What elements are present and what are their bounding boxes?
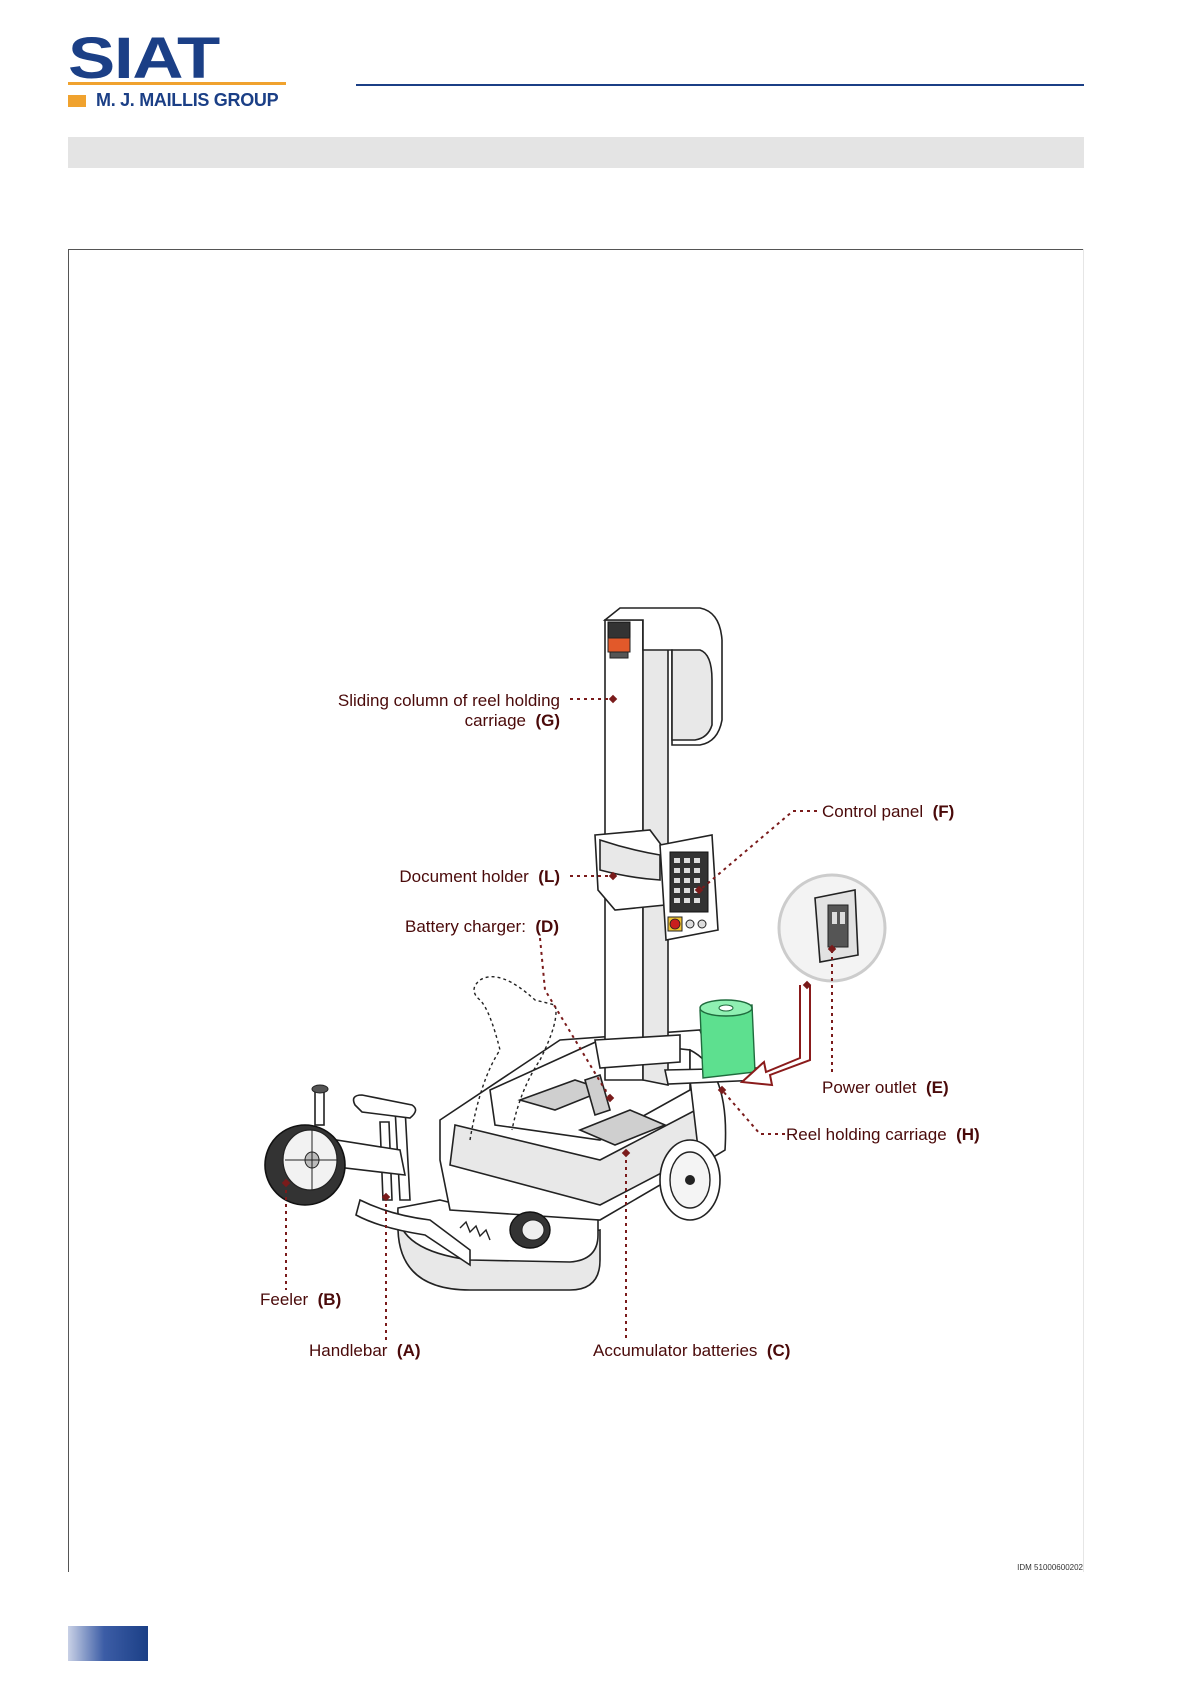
label-g-line2: carriage (465, 711, 526, 730)
label-f-code: (F) (933, 802, 955, 821)
label-h-code: (H) (956, 1125, 980, 1144)
warning-beacon-icon (608, 622, 630, 658)
label-g-code: (G) (535, 711, 560, 730)
label-document-holder: Document holder (L) (399, 867, 560, 886)
label-e-code: (E) (926, 1078, 949, 1097)
label-control-panel: Control panel (F) (822, 802, 954, 821)
label-c-text: Accumulator batteries (593, 1341, 757, 1360)
label-a-text: Handlebar (309, 1341, 388, 1360)
label-battery-charger: Battery charger: (D) (405, 917, 559, 936)
label-g-line1: Sliding column of reel holding (338, 691, 560, 710)
svg-text:carriage (G): carriage (G) (465, 711, 560, 730)
power-socket-icon (815, 890, 858, 962)
label-accumulator-batteries: Accumulator batteries (C) (593, 1341, 790, 1360)
keypad-icon (670, 852, 708, 912)
label-c-code: (C) (767, 1341, 791, 1360)
label-sliding-column: Sliding column of reel holding carriage … (338, 691, 560, 730)
label-handlebar: Handlebar (A) (309, 1341, 421, 1360)
label-l-code: (L) (538, 867, 560, 886)
document-holder (595, 830, 665, 910)
label-feeler: Feeler (B) (260, 1290, 341, 1309)
emergency-stop-icon (668, 917, 682, 931)
footer-page-tab (68, 1626, 148, 1661)
label-l-text: Document holder (399, 867, 529, 886)
rear-wheel (660, 1140, 720, 1220)
label-b-code: (B) (318, 1290, 342, 1309)
label-h-text: Reel holding carriage (786, 1125, 947, 1144)
front-wheel (510, 1212, 550, 1248)
label-e-text: Power outlet (822, 1078, 917, 1097)
label-f-text: Control panel (822, 802, 923, 821)
label-power-outlet: Power outlet (E) (822, 1078, 949, 1097)
figure-id: IDM 51000600202 (1017, 1563, 1083, 1572)
film-reel (700, 1000, 755, 1078)
label-a-code: (A) (397, 1341, 421, 1360)
label-b-text: Feeler (260, 1290, 309, 1309)
label-reel-carriage: Reel holding carriage (H) (786, 1125, 980, 1144)
label-d-text: Battery charger: (405, 917, 526, 936)
control-panel (660, 835, 718, 940)
label-d-code: (D) (535, 917, 559, 936)
